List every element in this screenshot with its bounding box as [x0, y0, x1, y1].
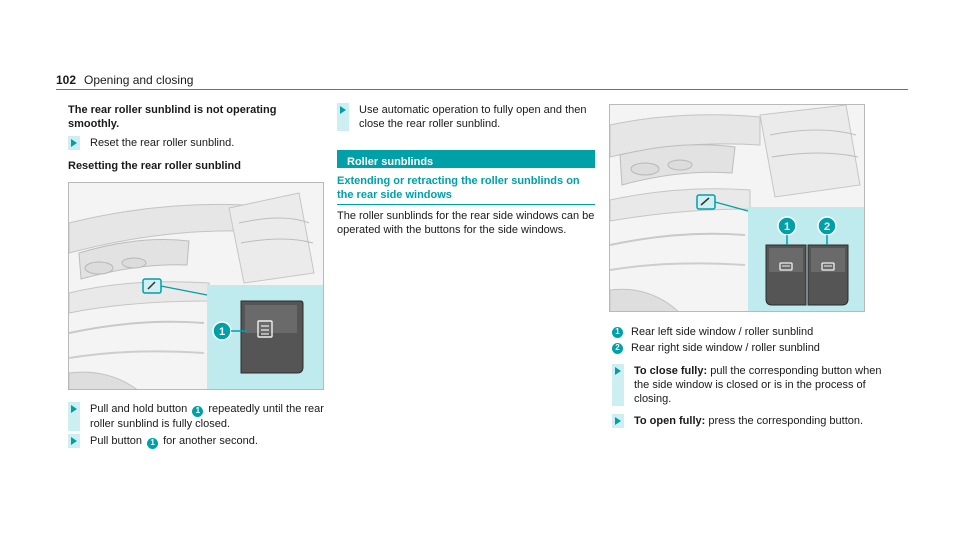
step-pull-hold: Pull and hold button 1 repeatedly until … — [68, 402, 324, 431]
step-pull-again: Pull button 1 for another second. — [68, 434, 324, 449]
problem-heading: The rear roller sunblind is not operatin… — [68, 104, 277, 130]
page-header: 102 Opening and closing — [0, 66, 960, 90]
step-reset: Reset the rear roller sunblind. — [68, 136, 318, 150]
subheading: Extending or retracting the roller sunbl… — [337, 174, 595, 205]
step-auto-operation: Use automatic operation to fully open an… — [337, 103, 595, 131]
section-band: Roller sunblinds — [337, 150, 595, 168]
step-reset-text: Reset the rear roller sunblind. — [90, 137, 235, 149]
body-paragraph: The roller sunblinds for the rear side w… — [337, 210, 595, 236]
figure-callout-2: 2 — [824, 221, 830, 233]
figure-callout-1: 1 — [219, 326, 225, 338]
door-panel-illustration: 1 2 — [610, 105, 864, 311]
figure-legend: 1 Rear left side window / roller sunblin… — [612, 325, 892, 355]
door-panel-illustration: 1 — [69, 183, 323, 389]
number-badge-1: 1 — [147, 437, 159, 449]
step-marker-icon — [68, 434, 80, 448]
highlight-switch-icon — [696, 194, 716, 210]
step-marker-icon — [68, 136, 80, 150]
reset-heading: Resetting the rear roller sunblind — [68, 160, 241, 172]
step-marker-icon — [612, 364, 624, 406]
step-close-fully: To close fully: pull the corresponding b… — [612, 364, 882, 406]
step-marker-icon — [337, 103, 349, 131]
step-marker-icon — [68, 402, 80, 431]
number-badge-2: 2 — [612, 342, 623, 354]
number-badge-1: 1 — [612, 326, 623, 338]
header-rule — [56, 89, 908, 90]
figure-callout-1: 1 — [784, 221, 790, 233]
figure-door-panel-single-button: 1 — [68, 182, 324, 390]
step-marker-icon — [612, 414, 624, 428]
legend-item: 1 Rear left side window / roller sunblin… — [612, 325, 892, 339]
section-title: Opening and closing — [84, 73, 194, 87]
legend-item: 2 Rear right side window / roller sunbli… — [612, 341, 892, 355]
figure-door-panel-two-buttons: 1 2 — [609, 104, 865, 312]
page-number: 102 — [56, 73, 77, 87]
step-open-fully: To open fully: press the corresponding b… — [612, 414, 882, 428]
number-badge-1: 1 — [192, 405, 204, 417]
